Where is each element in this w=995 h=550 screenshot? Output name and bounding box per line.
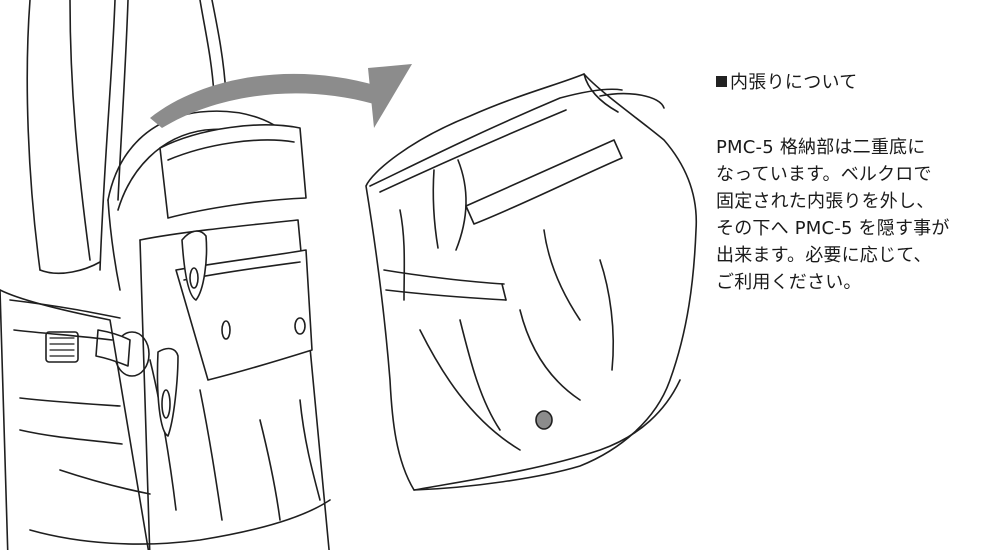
zipper-pulls	[45, 230, 208, 437]
curved-arrow-icon	[150, 64, 412, 128]
black-square-icon	[716, 76, 727, 87]
strap-buckle	[95, 329, 150, 377]
note-line: ご利用ください。	[716, 272, 862, 293]
note-heading: 内張りについて	[716, 70, 986, 96]
lining-note: 内張りについて PMC-5 格納部は二重底に なっています。ベルクロで 固定され…	[716, 70, 986, 296]
bag-illustration	[0, 0, 698, 550]
note-heading-text: 内張りについて	[730, 72, 858, 93]
note-line: PMC-5 格納部は二重底に	[716, 137, 926, 158]
note-line: なっています。ベルクロで	[716, 164, 932, 185]
inner-lining	[365, 73, 698, 491]
bag-body	[0, 110, 331, 550]
shoulder-strap	[26, 0, 227, 275]
note-line: 固定された内張りを外し、	[716, 191, 935, 212]
note-line: 出来ます。必要に応じて、	[716, 245, 932, 266]
note-line: その下へ PMC-5 を隠す事が	[716, 218, 950, 239]
note-body: PMC-5 格納部は二重底に なっています。ベルクロで 固定された内張りを外し、…	[716, 134, 986, 296]
